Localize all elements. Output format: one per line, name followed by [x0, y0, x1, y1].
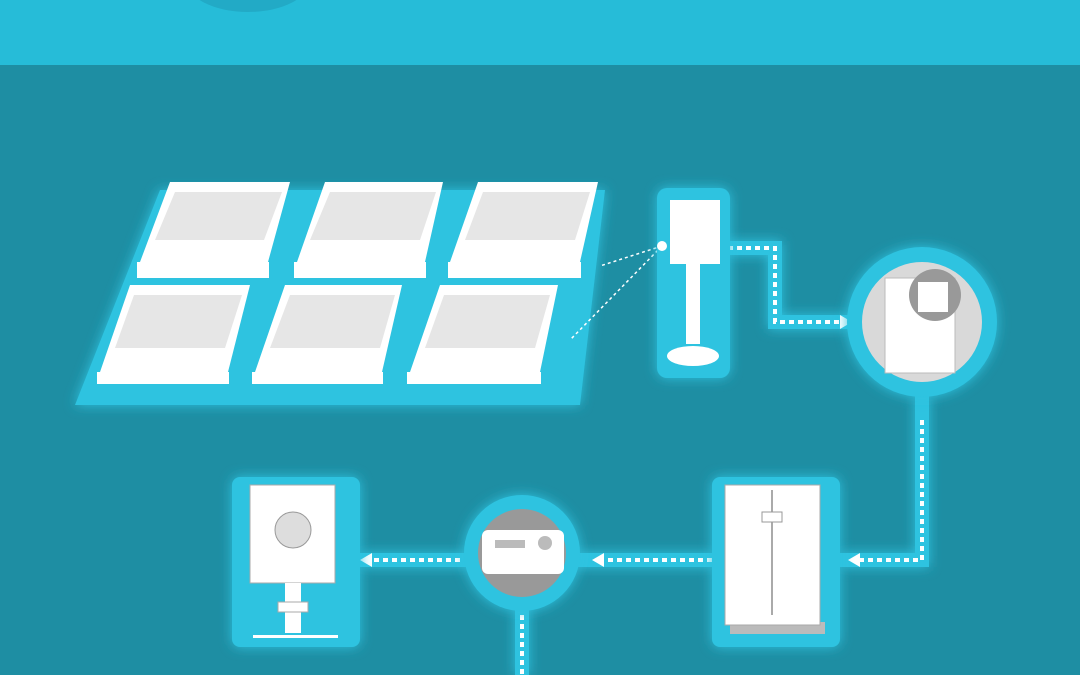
- header-circle: [199, 0, 297, 12]
- combiner-box-icon: [657, 188, 730, 378]
- inverter-icon: [847, 247, 997, 397]
- solar-panel-array-icon: [75, 182, 663, 405]
- dotted-lines: [368, 246, 924, 675]
- distribution-panel-icon: [712, 477, 840, 647]
- arrow-heads: [360, 315, 860, 567]
- utility-meter-box-icon: [232, 477, 360, 647]
- meter-icon: [464, 495, 580, 611]
- header-band: [0, 0, 1080, 65]
